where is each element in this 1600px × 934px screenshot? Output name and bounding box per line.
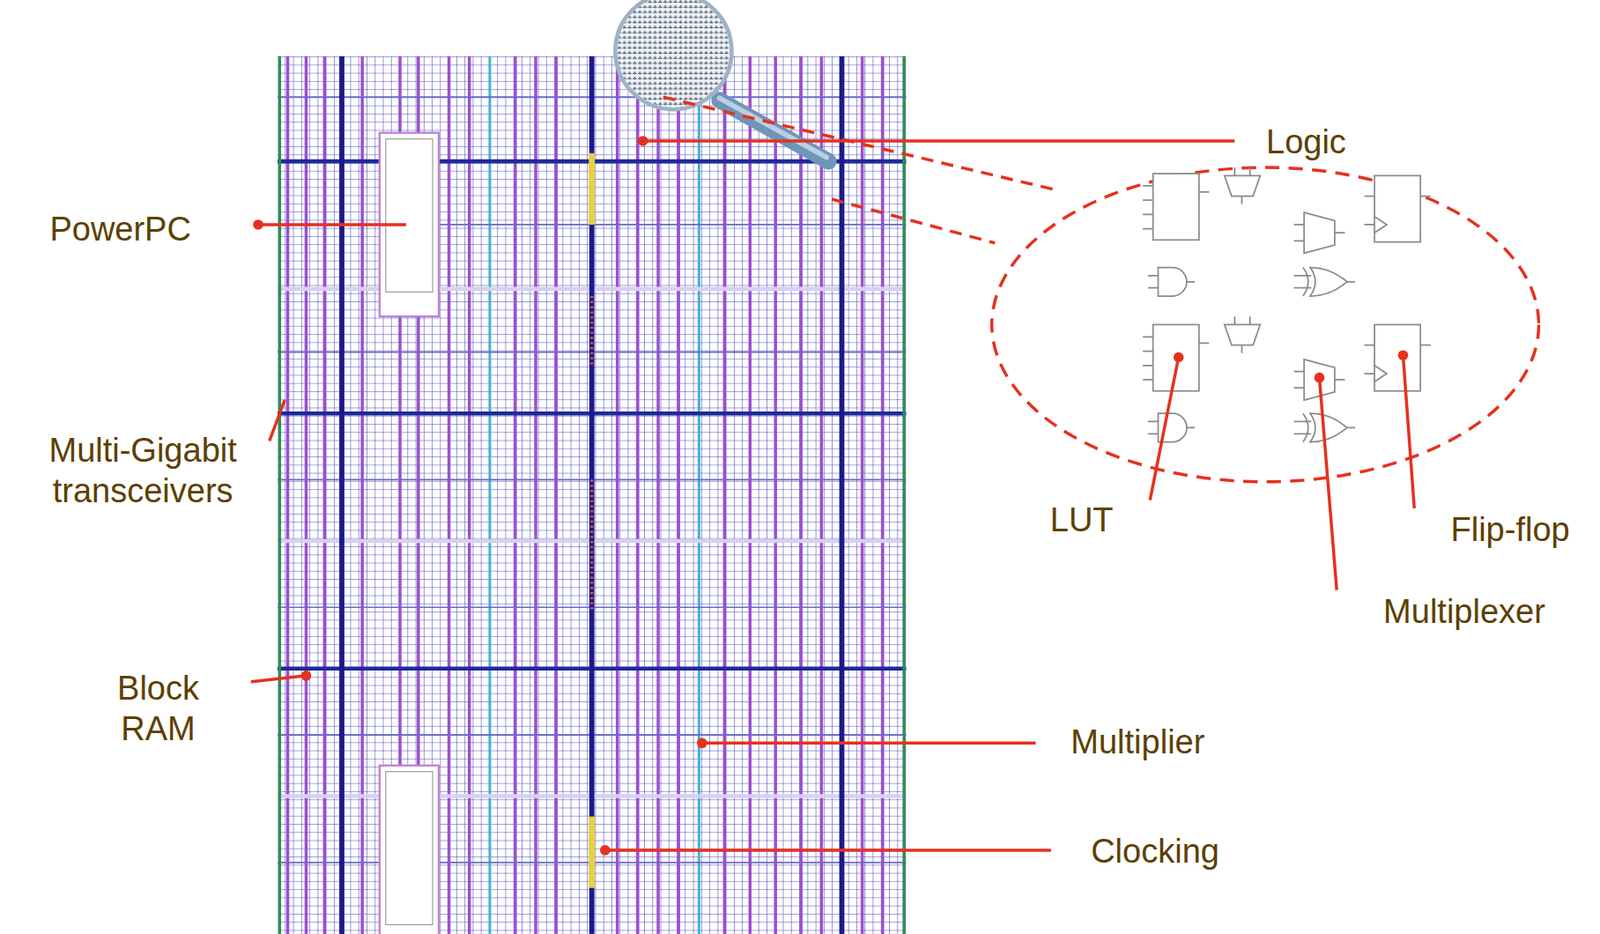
clock-buffer xyxy=(588,816,595,889)
callout-label-box: Block RAM xyxy=(96,668,221,749)
mux-symbol xyxy=(1224,167,1261,205)
leader-line xyxy=(1319,377,1338,591)
lut-symbol xyxy=(1142,324,1209,391)
callout-label: Multiplexer xyxy=(1383,592,1546,633)
leader-dot xyxy=(637,135,649,147)
leader-dot xyxy=(1398,349,1409,361)
and-gate-symbol xyxy=(1148,267,1195,297)
callout-label-box: PowerPC xyxy=(49,209,192,251)
lut-symbol xyxy=(1142,173,1209,240)
leader-line xyxy=(605,848,1052,852)
callout-label-box: Logic xyxy=(1266,122,1347,163)
callout-label-box: Clocking xyxy=(1090,831,1220,873)
clock-buffer xyxy=(588,153,595,225)
callout-label-box: Multi-Gigabit transceivers xyxy=(14,430,271,512)
chip-fabric xyxy=(277,56,906,934)
leader-dot xyxy=(696,737,708,749)
block-ram-columns xyxy=(341,56,843,934)
callout-label: Flip-flop xyxy=(1451,510,1571,551)
leader-dot xyxy=(252,219,264,230)
powerpc-core xyxy=(385,139,433,293)
callout-label-box: Flip-flop xyxy=(1451,510,1571,551)
callout-label-box: Multiplexer xyxy=(1383,592,1546,633)
leader-line xyxy=(251,675,307,682)
logic-columns xyxy=(288,56,883,934)
clock-spine xyxy=(590,296,593,613)
leader-dot xyxy=(600,844,611,856)
flip-flop-symbol xyxy=(1363,175,1430,242)
zoom-ellipse xyxy=(992,167,1540,482)
callout-label: Block RAM xyxy=(96,668,221,749)
transceiver-columns xyxy=(279,56,904,934)
leader-line xyxy=(269,400,285,441)
xor-gate-symbol xyxy=(1294,267,1356,297)
callout-label: PowerPC xyxy=(49,209,192,251)
callout-label: Multiplier xyxy=(1070,722,1205,763)
magnifier-handle-shine xyxy=(719,97,828,157)
zoom-lines xyxy=(663,96,1057,244)
and-gate-symbol xyxy=(1148,413,1195,442)
leader-dots xyxy=(252,135,1408,856)
leader-line xyxy=(702,741,1037,745)
powerpc-core xyxy=(385,771,433,926)
leader-dot xyxy=(301,670,312,682)
powerpc-block xyxy=(379,765,439,934)
callout-label-box: LUT xyxy=(1050,500,1114,541)
callout-label: Multi-Gigabit transceivers xyxy=(14,430,271,512)
callout-label: Logic xyxy=(1266,122,1347,163)
callout-label-box: Multiplier xyxy=(1070,722,1205,763)
leader-dot xyxy=(1173,352,1185,363)
magnified-fabric xyxy=(612,0,735,113)
leader-line xyxy=(258,222,407,226)
mux-symbol xyxy=(1294,212,1346,253)
flip-flop-symbol xyxy=(1363,324,1430,391)
callout-label: Clocking xyxy=(1090,831,1220,873)
leader-line xyxy=(1402,355,1415,509)
leader-line xyxy=(1149,356,1178,500)
callout-label: LUT xyxy=(1050,500,1114,541)
mux-symbol xyxy=(1224,316,1261,354)
leader-lines xyxy=(251,140,1415,851)
leader-line xyxy=(643,139,1236,142)
leader-dot xyxy=(1314,372,1326,384)
